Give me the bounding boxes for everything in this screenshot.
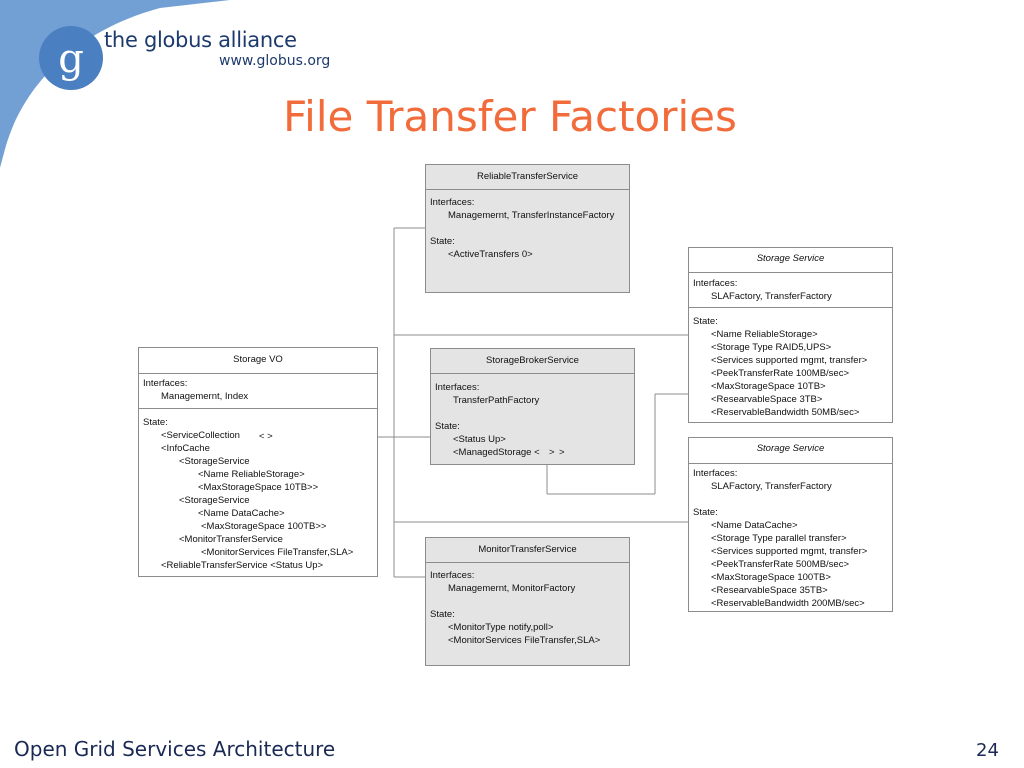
interfaces-section [139, 373, 377, 409]
footer-title: Open Grid Services Architecture [14, 737, 336, 761]
interfaces-label: Interfaces: [143, 378, 188, 389]
interfaces-value: Managemernt, Index [161, 391, 249, 402]
state-label: State: [693, 507, 718, 518]
state-line: <ReservableBandwidth 200MB/sec> [711, 598, 865, 609]
interfaces-label: Interfaces: [693, 468, 738, 479]
state-line: <InfoCache [161, 443, 210, 454]
storage-vo-box: Storage VO Interfaces: Managemernt, Inde… [138, 347, 378, 577]
state-line: <ActiveTransfers 0> [448, 249, 533, 260]
page-number: 24 [976, 740, 999, 761]
interfaces-value: SLAFactory, TransferFactory [711, 481, 832, 492]
state-line: <MonitorTransferService [179, 534, 283, 545]
state-label: State: [430, 609, 455, 620]
state-line: <MaxStorageSpace 100TB> [711, 572, 831, 583]
state-line: <StorageService [179, 456, 250, 467]
state-line: <Services supported mgmt, transfer> [711, 355, 868, 366]
state-line: <ManagedStorage < [453, 447, 540, 458]
interfaces-label: Interfaces: [435, 382, 480, 393]
storage-service-reliable-box: Storage Service Interfaces: SLAFactory, … [688, 247, 893, 423]
storage-broker-service-box: StorageBrokerService Interfaces: Transfe… [430, 348, 635, 465]
state-line: <ResearvableSpace 3TB> [711, 394, 823, 405]
state-line: <MaxStorageSpace 10TB> [711, 381, 826, 392]
box-header-label: Storage Service [756, 253, 825, 264]
reliable-transfer-service-box: ReliableTransferService Interfaces: Mana… [425, 164, 630, 293]
state-line: <PeekTransferRate 100MB/sec> [711, 368, 849, 379]
state-line: <Name DataCache> [711, 520, 798, 531]
state-line: <Name ReliableStorage> [198, 469, 305, 480]
interfaces-label: Interfaces: [430, 570, 475, 581]
state-line: <Storage Type parallel transfer> [711, 533, 847, 544]
state-line: <MonitorType notify,poll> [448, 622, 554, 633]
globus-g-circle-icon: g [39, 26, 103, 90]
box-header-label: ReliableTransferService [476, 171, 579, 182]
state-label: State: [143, 417, 168, 428]
box-header-label: Storage VO [233, 354, 283, 365]
logo-letter: g [58, 36, 84, 82]
state-line: <Name ReliableStorage> [711, 329, 818, 340]
interfaces-value: SLAFactory, TransferFactory [711, 291, 832, 302]
state-line: <MaxStorageSpace 100TB>> [201, 521, 327, 532]
box-header: StorageBrokerService [431, 349, 634, 374]
box-header: Storage VO [139, 348, 377, 374]
box-header: MonitorTransferService [426, 538, 629, 563]
state-line: <Name DataCache> [198, 508, 285, 519]
box-header-label: MonitorTransferService [478, 544, 577, 555]
state-label: State: [430, 236, 455, 247]
interfaces-value: Managemernt, TransferInstanceFactory [448, 210, 615, 221]
state-line: < > [259, 431, 273, 442]
state-line: <PeekTransferRate 500MB/sec> [711, 559, 849, 570]
box-header-label: StorageBrokerService [486, 355, 579, 366]
state-line: > [559, 447, 565, 458]
state-line: <MonitorServices FileTransfer,SLA> [448, 635, 601, 646]
state-line: <Status Up> [453, 434, 506, 445]
state-line: <ReservableBandwidth 50MB/sec> [711, 407, 860, 418]
state-line: <Storage Type RAID5,UPS> [711, 342, 832, 353]
state-line: <ServiceCollection [161, 430, 240, 441]
storage-service-datacache-box: Storage Service Interfaces: SLAFactory, … [688, 437, 893, 612]
interfaces-value: Managemernt, MonitorFactory [448, 583, 576, 594]
state-line: <MaxStorageSpace 10TB>> [198, 482, 319, 493]
monitor-transfer-service-box: MonitorTransferService Interfaces: Manag… [425, 537, 630, 666]
logo-url: www.globus.org [219, 53, 331, 69]
logo-org-name: the globus alliance [104, 28, 297, 52]
box-header: Storage Service [689, 248, 892, 273]
slide-title: File Transfer Factories [283, 92, 737, 141]
state-label: State: [693, 316, 718, 327]
interfaces-label: Interfaces: [430, 197, 475, 208]
state-line: <ReliableTransferService <Status Up> [161, 560, 324, 571]
state-label: State: [435, 421, 460, 432]
box-header: ReliableTransferService [426, 165, 629, 190]
state-line: <Services supported mgmt, transfer> [711, 546, 868, 557]
state-line: <MonitorServices FileTransfer,SLA> [201, 547, 354, 558]
state-line: > [549, 447, 555, 458]
interfaces-section [689, 272, 892, 308]
state-line: <ResearvableSpace 35TB> [711, 585, 828, 596]
interfaces-value: TransferPathFactory [453, 395, 540, 406]
interfaces-label: Interfaces: [693, 278, 738, 289]
box-header-label: Storage Service [756, 443, 825, 454]
state-line: <StorageService [179, 495, 250, 506]
box-header: Storage Service [689, 438, 892, 464]
